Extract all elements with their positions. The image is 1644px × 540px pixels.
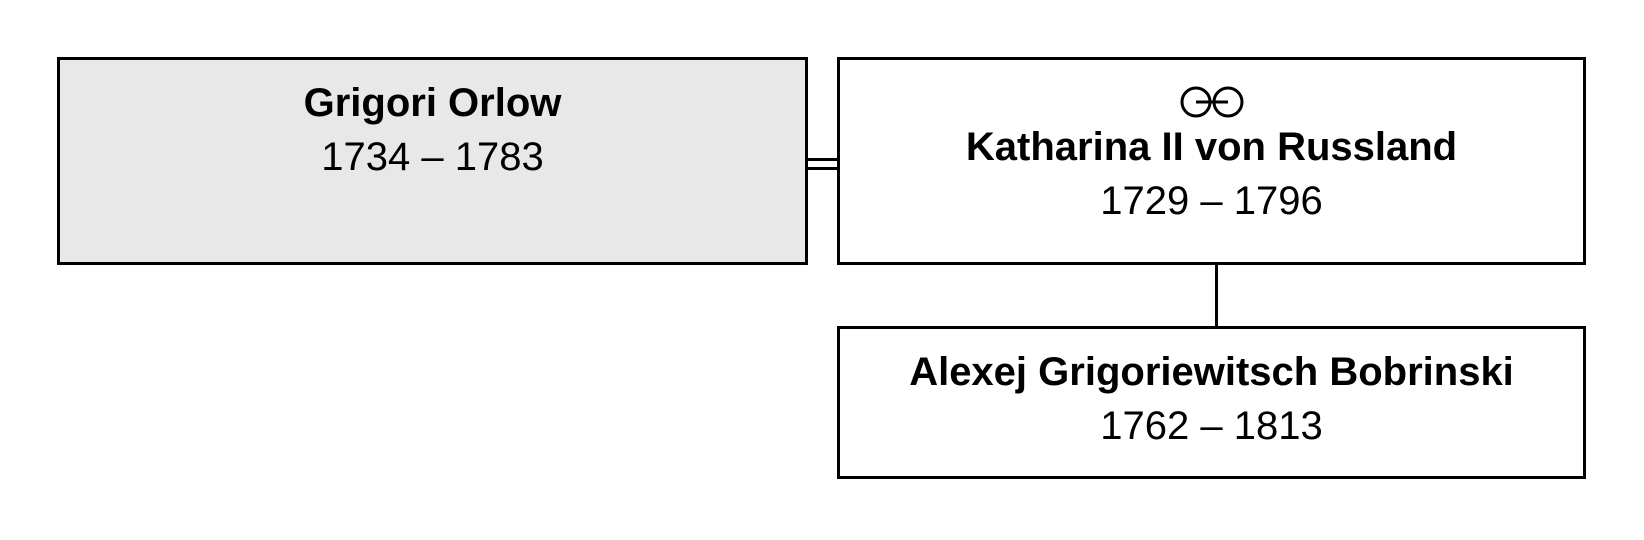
- person-dates: 1729 – 1796: [1100, 179, 1323, 223]
- person-box-katharina-ii[interactable]: Katharina II von Russland 1729 – 1796: [837, 57, 1586, 265]
- marriage-rings-icon: [1180, 86, 1243, 118]
- person-box-grigori-orlow[interactable]: Grigori Orlow 1734 – 1783: [57, 57, 808, 265]
- marriage-connector-line: [808, 158, 837, 161]
- marriage-connector-line: [808, 167, 837, 170]
- person-name: Alexej Grigoriewitsch Bobrinski: [909, 350, 1514, 394]
- person-box-alexej-bobrinski[interactable]: Alexej Grigoriewitsch Bobrinski 1762 – 1…: [837, 326, 1586, 479]
- child-connector-line: [1215, 265, 1218, 326]
- person-dates: 1762 – 1813: [1100, 404, 1323, 448]
- person-name: Katharina II von Russland: [965, 125, 1458, 169]
- person-name: Grigori Orlow: [303, 81, 562, 125]
- person-dates: 1734 – 1783: [321, 135, 544, 179]
